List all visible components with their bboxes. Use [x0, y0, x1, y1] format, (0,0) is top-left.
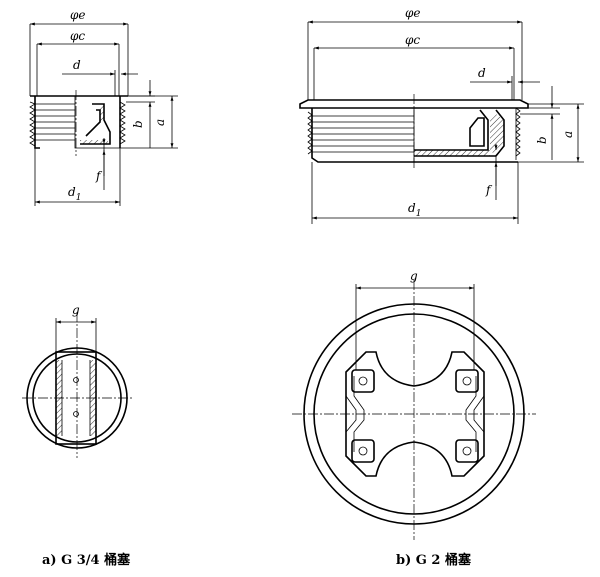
figure-b-dim-phi-c: φc	[405, 33, 420, 47]
figure-b-dim-g: g	[410, 269, 418, 283]
figure-a-dim-d1: d1	[68, 185, 81, 203]
figure-b-caption: b) G 2 桶塞	[396, 552, 472, 568]
figure-b-dim-phi-e: φe	[405, 6, 421, 20]
figure-a-side-view	[29, 90, 128, 156]
figure-b-dim-a: a	[561, 131, 575, 138]
figure-a-dimensions: φe φc d b a f d1	[29, 8, 178, 206]
figure-b-dimensions: φe φc d b a f d1	[307, 6, 584, 224]
figure-a-dim-g: g	[72, 303, 80, 317]
figure-a-dim-a: a	[153, 119, 167, 126]
figure-b-thread-rows	[307, 111, 414, 155]
figure-b-side-view	[299, 94, 529, 170]
figure-a-dim-phi-e: φe	[70, 8, 86, 22]
figure-a-caption: a) G 3/4 桶塞	[42, 552, 131, 568]
figure-b-dim-d: d	[478, 66, 486, 80]
figure-a-top-view	[22, 312, 132, 458]
figure-a-dim-f: f	[95, 169, 103, 183]
figure-a-thread-rows	[29, 101, 75, 147]
figure-a-dim-d: d	[73, 58, 81, 72]
figure-a-top-dimensions: g	[55, 303, 97, 352]
figure-a-dim-phi-c: φc	[70, 29, 85, 43]
figure-b-dim-b: b	[535, 136, 549, 144]
figure-b-top-view	[292, 280, 536, 540]
figure-b-dim-d1: d1	[408, 201, 421, 219]
figure-b-top-dimensions: g	[355, 269, 475, 370]
figure-b-dim-f: f	[485, 183, 493, 197]
figure-a-dim-b: b	[131, 120, 145, 128]
